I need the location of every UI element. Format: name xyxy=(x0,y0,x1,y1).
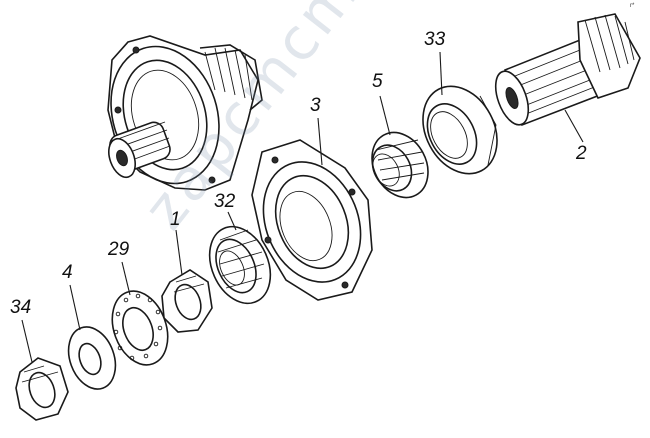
lock-washer-29-part xyxy=(111,290,169,366)
callout-1: 1 xyxy=(170,209,181,230)
seal-ring-part xyxy=(422,85,498,175)
callout-3: 3 xyxy=(310,95,321,116)
bearing-housing-part xyxy=(251,139,373,301)
callout-2: 2 xyxy=(576,143,587,164)
bearing-32-part xyxy=(208,225,272,305)
callout-29: 29 xyxy=(108,239,130,260)
callout-5: 5 xyxy=(372,71,383,92)
nut-1-part xyxy=(161,269,213,333)
washer-4-part xyxy=(67,326,117,390)
brand-mark: r* xyxy=(630,3,635,9)
callout-32: 32 xyxy=(214,191,236,212)
bearing-5-part xyxy=(371,131,429,199)
callout-34: 34 xyxy=(10,297,32,318)
pinion-shaft-part xyxy=(494,13,641,127)
leader-lines xyxy=(21,51,584,363)
assembled-hub-part xyxy=(107,35,263,191)
callout-33: 33 xyxy=(424,29,446,50)
nut-34-part xyxy=(15,357,69,421)
callout-4: 4 xyxy=(62,262,73,283)
